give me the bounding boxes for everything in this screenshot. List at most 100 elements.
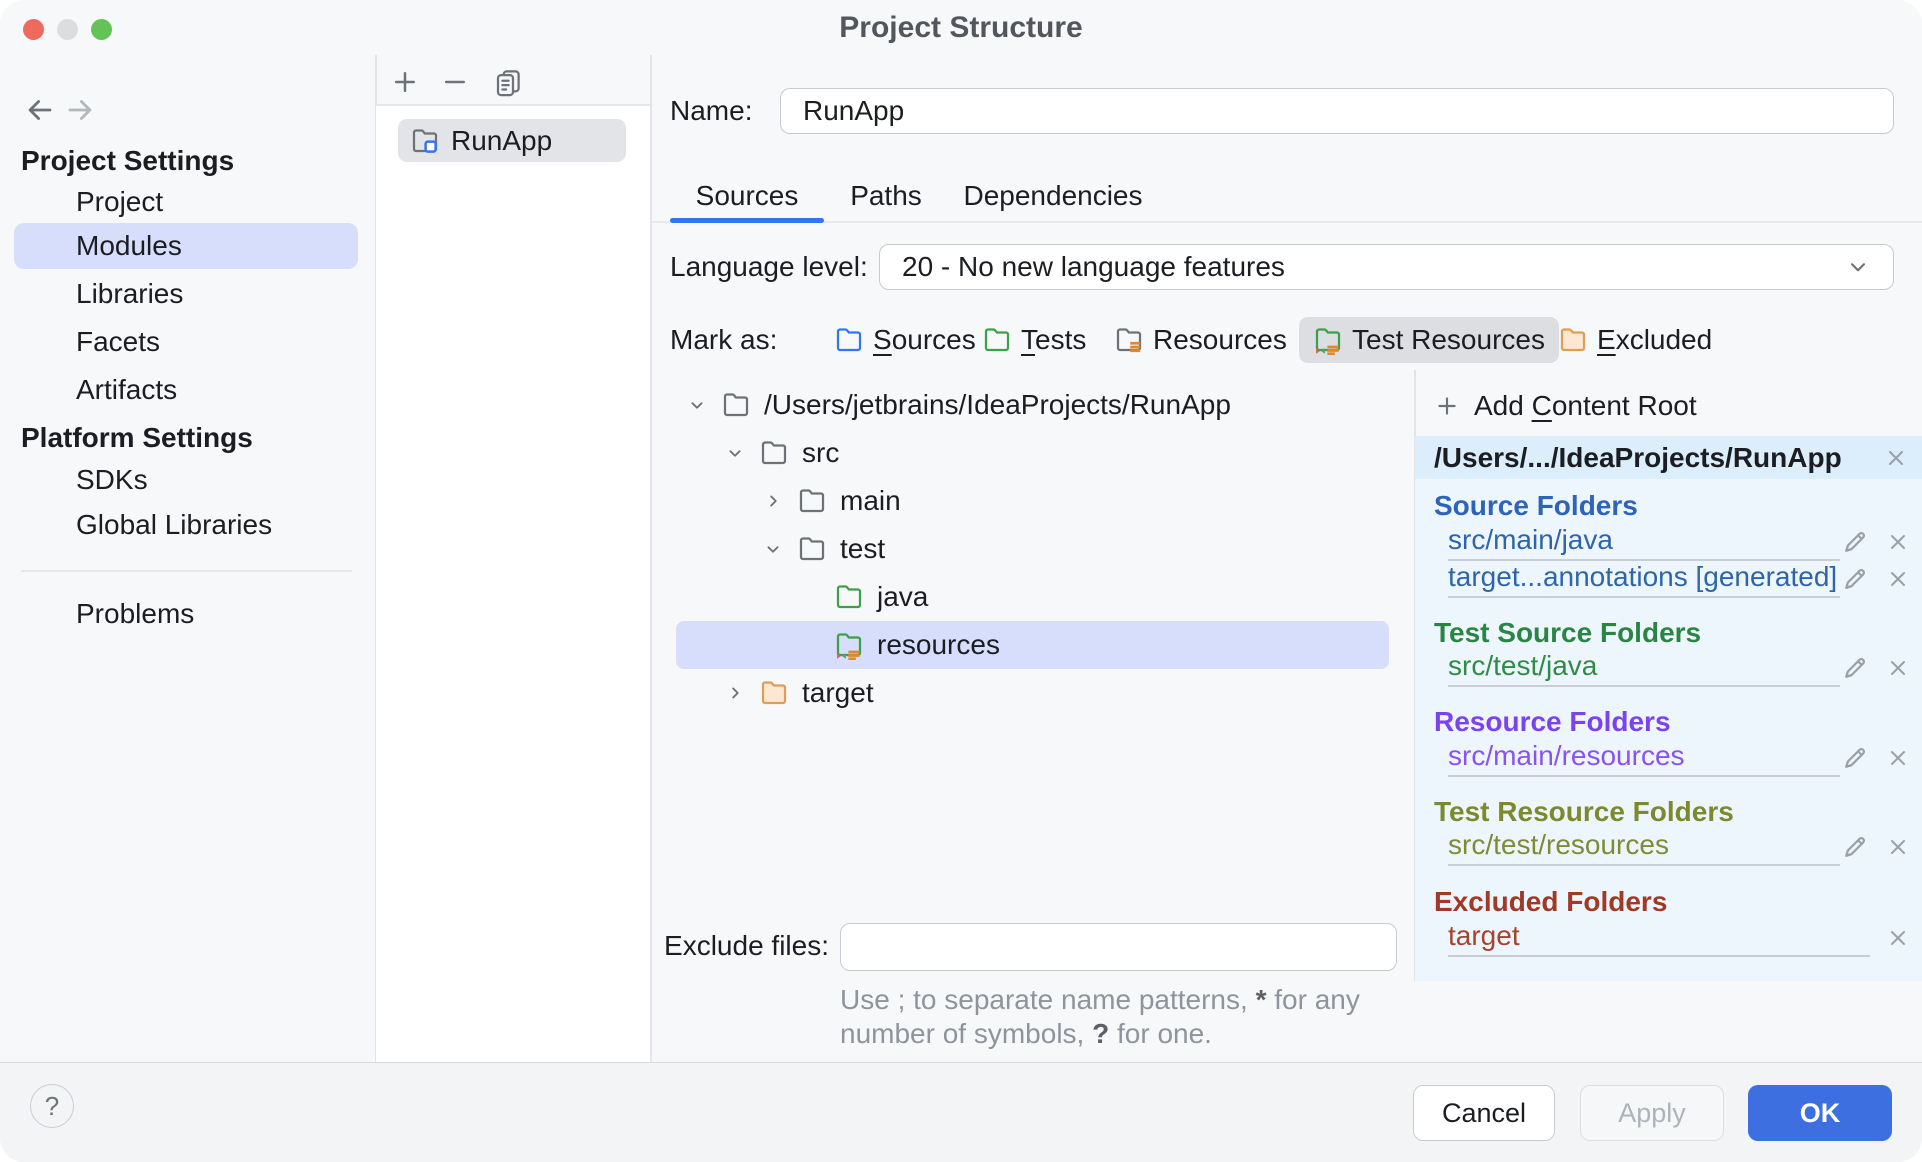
folder-icon — [721, 390, 751, 420]
folder-entry-src-main-resources[interactable]: src/main/resources — [1448, 738, 1910, 778]
dialog-title: Project Structure — [839, 11, 1083, 44]
close-window-button[interactable] — [23, 19, 44, 40]
chevron-down-icon[interactable] — [762, 538, 784, 560]
sidebar-divider — [375, 55, 377, 1062]
folder-icon — [797, 534, 827, 564]
tab-paths[interactable]: Paths — [850, 180, 922, 211]
sidebar-item-facets[interactable]: Facets — [76, 326, 161, 357]
maximize-window-button[interactable] — [91, 19, 112, 40]
tree-row-content-root[interactable]: /Users/jetbrains/IdeaProjects/RunApp — [676, 381, 1389, 429]
copy-module-button[interactable] — [489, 63, 527, 101]
edit-pencil-icon[interactable] — [1840, 527, 1870, 557]
test-resources-folder-icon — [834, 630, 864, 660]
add-module-button[interactable] — [386, 63, 424, 101]
mark-as-excluded-button[interactable]: Excluded — [1544, 317, 1726, 363]
mark-as-resources-label: Resources — [1153, 324, 1287, 355]
edit-pencil-icon[interactable] — [1840, 653, 1870, 683]
chevron-right-icon[interactable] — [724, 682, 746, 704]
mark-as-excluded-label: Excluded — [1597, 324, 1713, 355]
test-resources-folder-icon — [1313, 325, 1343, 355]
tree-row-label: java — [877, 581, 929, 612]
sidebar-header-platform-settings: Platform Settings — [21, 422, 253, 453]
mark-as-tests-button[interactable]: Tests — [968, 317, 1100, 363]
remove-folder-icon[interactable] — [1886, 926, 1910, 950]
edit-pencil-icon[interactable] — [1840, 564, 1870, 594]
modules-divider — [650, 55, 652, 1062]
tree-row-java[interactable]: java — [676, 573, 1389, 621]
tree-row-test[interactable]: test — [676, 525, 1389, 573]
tree-row-target[interactable]: target — [676, 669, 1389, 717]
folder-entry-src-test-resources[interactable]: src/test/resources — [1448, 827, 1910, 867]
sidebar-item-modules[interactable]: Modules — [14, 223, 358, 269]
module-list-item-runapp[interactable]: RunApp — [398, 119, 626, 162]
mark-as-sources-button[interactable]: Sources — [820, 317, 990, 363]
tab-sources[interactable]: Sources — [695, 180, 799, 211]
tab-dependencies[interactable]: Dependencies — [963, 180, 1143, 211]
tree-row-src[interactable]: src — [676, 429, 1389, 477]
help-button[interactable]: ? — [30, 1084, 74, 1128]
dialog-footer: ? Cancel Apply OK — [0, 1062, 1922, 1162]
module-name-input[interactable]: RunApp — [780, 88, 1894, 134]
forward-arrow-icon[interactable] — [62, 92, 98, 128]
sidebar-header-project-settings: Project Settings — [21, 145, 235, 176]
sidebar-item-sdks[interactable]: SDKs — [76, 464, 148, 495]
remove-folder-icon[interactable] — [1886, 530, 1910, 554]
section-title-source-folders: Source Folders — [1434, 490, 1638, 521]
remove-folder-icon[interactable] — [1886, 746, 1910, 770]
chevron-right-icon[interactable] — [762, 490, 784, 512]
chevron-down-icon — [1845, 254, 1871, 280]
apply-button[interactable]: Apply — [1580, 1085, 1724, 1141]
chevron-down-icon[interactable] — [686, 394, 708, 416]
language-level-value: 20 - No new language features — [902, 251, 1285, 282]
mark-as-test-resources-button[interactable]: Test Resources — [1299, 317, 1559, 363]
source-folder-icon — [834, 325, 864, 355]
remove-folder-icon[interactable] — [1886, 567, 1910, 591]
test-folder-icon — [834, 582, 864, 612]
folder-entry-target[interactable]: target — [1448, 918, 1910, 958]
edit-pencil-icon[interactable] — [1840, 743, 1870, 773]
content-root-header[interactable]: /Users/.../IdeaProjects/RunApp — [1415, 436, 1922, 479]
exclude-files-hint: Use ; to separate name patterns, * for a… — [840, 984, 1360, 1049]
sidebar-item-global-libraries[interactable]: Global Libraries — [76, 509, 273, 540]
folder-icon — [759, 438, 789, 468]
tree-row-label: test — [840, 533, 886, 564]
mark-as-test-resources-label: Test Resources — [1352, 324, 1545, 355]
sidebar-item-artifacts[interactable]: Artifacts — [76, 374, 178, 405]
module-list-item-label: RunApp — [451, 124, 553, 156]
remove-module-button[interactable] — [436, 63, 474, 101]
section-title-resource-folders: Resource Folders — [1434, 706, 1671, 737]
section-title-test-resource-folders: Test Resource Folders — [1434, 796, 1734, 827]
tree-row-resources[interactable]: resources — [676, 621, 1389, 669]
tree-row-label: target — [802, 677, 874, 708]
add-content-root-button[interactable]: Add Content Root — [1434, 386, 1697, 426]
excluded-folder-icon — [1558, 325, 1588, 355]
sidebar-item-project[interactable]: Project — [76, 186, 164, 217]
exclude-files-label: Exclude files: — [664, 930, 829, 961]
minimize-window-button[interactable] — [57, 19, 78, 40]
sidebar-item-libraries[interactable]: Libraries — [76, 278, 184, 309]
edit-pencil-icon[interactable] — [1840, 832, 1870, 862]
sidebar-item-problems[interactable]: Problems — [76, 598, 195, 629]
language-level-dropdown[interactable]: 20 - No new language features — [879, 244, 1894, 290]
tree-row-label: src — [802, 437, 840, 468]
chevron-down-icon[interactable] — [724, 442, 746, 464]
remove-folder-icon[interactable] — [1886, 656, 1910, 680]
tree-row-label: main — [840, 485, 901, 516]
ok-button[interactable]: OK — [1748, 1085, 1892, 1141]
mark-as-resources-button[interactable]: Resources — [1100, 317, 1301, 363]
tree-row-main[interactable]: main — [676, 477, 1389, 525]
remove-folder-icon[interactable] — [1886, 835, 1910, 859]
back-arrow-icon[interactable] — [22, 92, 58, 128]
folder-entry-target-annotations[interactable]: target...annotations [generated] — [1448, 559, 1910, 599]
test-folder-icon — [982, 325, 1012, 355]
add-content-root-label: Add Content Root — [1474, 390, 1697, 421]
name-label: Name: — [670, 95, 753, 126]
folder-entry-src-main-java[interactable]: src/main/java — [1448, 522, 1910, 562]
language-level-label: Language level: — [670, 251, 868, 282]
exclude-files-input[interactable] — [840, 923, 1397, 971]
remove-content-root-icon[interactable] — [1884, 446, 1908, 470]
cancel-button[interactable]: Cancel — [1413, 1085, 1555, 1141]
folder-entry-src-test-java[interactable]: src/test/java — [1448, 648, 1910, 688]
tree-row-label: resources — [877, 629, 1000, 660]
help-icon: ? — [44, 1090, 60, 1121]
